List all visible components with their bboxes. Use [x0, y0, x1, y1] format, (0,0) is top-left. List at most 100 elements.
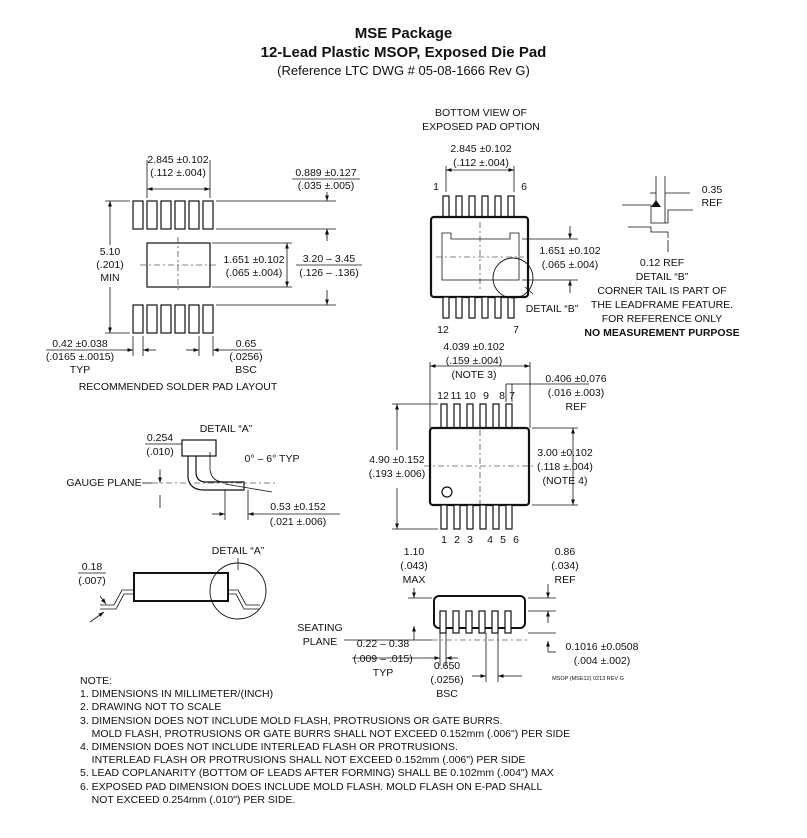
- exposed-pad-outline: [441, 232, 520, 281]
- lead-width-dim: 0.406 ±0.076: [545, 373, 606, 385]
- note-line: 1. DIMENSIONS IN MILLIMETER/(INCH): [80, 688, 274, 701]
- epad-dim-inch: (.065 ±.004): [542, 259, 599, 271]
- top-pin-labels: 12 11 10 9 8 7: [437, 390, 515, 402]
- note-line: 2. DRAWING NOT TO SCALE: [80, 701, 222, 714]
- bottom-view-caption-1: BOTTOM VIEW OF: [435, 107, 527, 119]
- detail-b-note-4: FOR REFERENCE ONLY: [602, 313, 723, 325]
- detail-b-dim-1: 0.35: [702, 184, 723, 196]
- bottom-top-leads: [442, 195, 515, 218]
- side-lead-dim: 0.18: [82, 561, 103, 573]
- package-title: MSE Package: [354, 25, 453, 42]
- note-line: 4. DIMENSION DOES NOT INCLUDE INTERLEAD …: [80, 741, 458, 754]
- bottom-view-caption-2: EXPOSED PAD OPTION: [422, 121, 540, 133]
- top-pad-row: [132, 200, 214, 230]
- detail-a-circle: [209, 562, 267, 620]
- bottom-view: BOTTOM VIEW OF EXPOSED PAD OPTION 2.845 …: [422, 107, 601, 336]
- overall-span-dim: 5.10: [100, 246, 121, 258]
- front-view: 1.10 (.043) MAX 0.86 (.034) REF SEATING …: [297, 546, 638, 700]
- overall-span-dim-inch: (.201): [96, 259, 123, 271]
- detail-b-dim-2: 0.12 REF: [640, 257, 684, 269]
- solder-pad-caption: RECOMMENDED SOLDER PAD LAYOUT: [79, 381, 278, 393]
- package-subtitle: 12-Lead Plastic MSOP, Exposed Die Pad: [260, 44, 547, 61]
- land-pad-dim-inch: (.065 ±.004): [226, 267, 283, 279]
- top-view-upper-leads: [440, 403, 513, 429]
- pin-9-top: 9: [483, 390, 489, 402]
- side-body: [133, 572, 229, 602]
- detail-b-dim-1-ref: REF: [702, 197, 723, 209]
- detail-b-note-2: CORNER TAIL IS PART OF: [597, 285, 726, 297]
- detail-b-emphasis: NO MEASUREMENT PURPOSE: [584, 327, 739, 339]
- lead-angle: 0° – 6° TYP: [245, 453, 300, 465]
- pin-1-bottom: 1: [441, 534, 447, 546]
- land-pitch-bsc: BSC: [235, 364, 257, 376]
- top-body: [428, 426, 531, 507]
- note-line: 5. LEAD COPLANARITY (BOTTOM OF LEADS AFT…: [80, 767, 554, 780]
- thickness-dim-inch: (.010): [146, 446, 173, 458]
- land-width-typ: TYP: [70, 364, 90, 376]
- row-spacing-dim: 3.20 – 3.45: [303, 253, 356, 265]
- pin-12-top: 12: [437, 390, 449, 402]
- pin-8-top: 8: [499, 390, 505, 402]
- detail-b-note-3: THE LEADFRAME FEATURE.: [591, 299, 733, 311]
- top-height-dim-inch: (.193 ±.006): [369, 468, 426, 480]
- title-block: MSE Package 12-Lead Plastic MSOP, Expose…: [0, 24, 807, 79]
- top-height-dim: 4.90 ±0.152: [369, 454, 425, 466]
- standoff-dim-ref: REF: [555, 574, 576, 586]
- front-pitch-dim: 0.650: [434, 660, 460, 672]
- coplanarity-dim-inch: (.004 ±.002): [574, 655, 631, 667]
- note-line: NOT EXCEED 0.254mm (.010") PER SIDE.: [80, 793, 296, 806]
- bottom-pin-labels: 1 2 3 4 5 6: [441, 534, 519, 546]
- foot-length-dim-inch: (.021 ±.006): [270, 516, 327, 528]
- gauge-plane-label: GAUGE PLANE: [66, 477, 141, 489]
- drawing-reference: (Reference LTC DWG # 05-08-1666 Rev G): [277, 63, 530, 78]
- side-detail-a-label: DETAIL “A”: [212, 545, 265, 557]
- thickness-dim: 0.254: [147, 432, 173, 444]
- top-view-lower-leads: [440, 504, 513, 530]
- land-width-dim-inch: (.0165 ±.0015): [46, 351, 114, 363]
- side-lead-dim-inch: (.007): [78, 575, 105, 587]
- detail-a-label: DETAIL “A”: [200, 423, 253, 435]
- row-spacing-dim-inch: (.126 – .136): [299, 267, 359, 279]
- drawing-id: MSOP (MSE12) 0213 REV G: [552, 676, 624, 682]
- pin-4-bottom: 4: [487, 534, 493, 546]
- bottom-bottom-leads: [442, 296, 515, 319]
- top-view: 4.039 ±0.102 (.159 ±.004) (NOTE 3) 12 11…: [369, 341, 607, 546]
- detail-b: 0.35 REF 0.12 REF DETAIL “B” CORNER TAIL…: [584, 176, 740, 339]
- detail-b-circle: [492, 257, 534, 299]
- epad-dim: 1.651 ±0.102: [539, 245, 600, 257]
- front-lead-width-dim-inch: (.009 – .015): [353, 653, 413, 665]
- land-pitch-dim-inch: (.0256): [229, 351, 262, 363]
- land-pad-dim: 1.651 ±0.102: [223, 254, 284, 266]
- note-line: MOLD FLASH, PROTRUSIONS OR GATE BURRS SH…: [80, 727, 571, 740]
- detail-a: DETAIL “A” 0.254 (.010) 0° – 6° TYP GAUG…: [66, 423, 340, 528]
- top-width-dim: 4.039 ±0.102: [443, 341, 504, 353]
- top-width-dim-inch: (.159 ±.004): [446, 355, 503, 367]
- pin-7-label: 7: [513, 324, 519, 336]
- land-pitch-dim: 0.65: [236, 338, 257, 350]
- note-line: 6. EXPOSED PAD DIMENSION DOES INCLUDE MO…: [80, 780, 543, 793]
- pin-3-bottom: 3: [467, 534, 473, 546]
- pin-11-top: 11: [451, 390, 462, 402]
- bottom-width-dim: 2.845 ±0.102: [450, 143, 511, 155]
- front-pitch-bsc: BSC: [436, 688, 458, 700]
- pin1-indicator: [441, 486, 453, 498]
- notes-block: NOTE: 1. DIMENSIONS IN MILLIMETER/(INCH)…: [80, 675, 570, 807]
- bottom-pad-row: [132, 304, 214, 334]
- pin-5-bottom: 5: [500, 534, 506, 546]
- seating-plane-label-2: PLANE: [303, 636, 337, 648]
- standoff-dim: 0.86: [555, 546, 576, 558]
- body-width-note: (NOTE 4): [543, 475, 588, 487]
- package-height-dim: 1.10: [404, 546, 425, 558]
- solder-width-dim-inch: (.112 ±.004): [150, 167, 206, 179]
- land-width-dim: 0.42 ±0.038: [52, 338, 108, 350]
- pad-length-dim: 0.889 ±0.127: [295, 167, 356, 179]
- pin-10-top: 10: [464, 390, 476, 402]
- pad-length-dim-inch: (.035 ±.005): [298, 180, 355, 192]
- detail-b-note-1: DETAIL “B”: [636, 271, 689, 283]
- package-height-max: MAX: [403, 574, 426, 586]
- notes-heading: NOTE:: [80, 675, 113, 687]
- coplanarity-dim: 0.1016 ±0.0508: [566, 641, 639, 653]
- pin-6-bottom: 6: [513, 534, 519, 546]
- package-height-dim-inch: (.043): [400, 560, 427, 572]
- front-lead-width-dim: 0.22 – 0.38: [357, 638, 410, 650]
